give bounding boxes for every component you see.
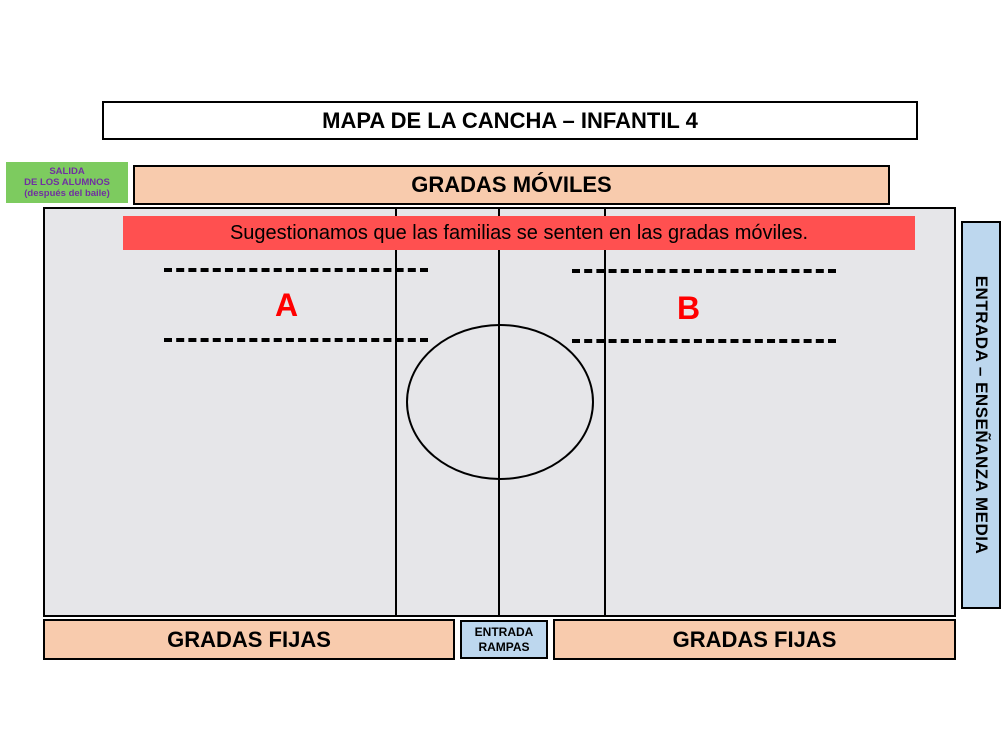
zone-a-top-dashes [164, 268, 428, 272]
zone-a-label: A [275, 287, 299, 323]
ramps-entrance: ENTRADA RAMPAS [460, 620, 548, 659]
ramps-line-1: ENTRADA [474, 624, 534, 639]
secondary-school-entrance [961, 221, 1001, 609]
court-line-right [604, 208, 606, 616]
secondary-school-entrance-label: ENTRADA – ENSEÑANZA MEDIA [972, 275, 991, 555]
ramps-line-2: RAMPAS [478, 639, 530, 654]
exit-line-1: SALIDA [49, 166, 85, 177]
zone-b-bottom-dashes [572, 339, 836, 343]
court-line-left [395, 208, 397, 616]
mobile-stands: GRADAS MÓVILES [133, 165, 890, 205]
map-title: MAPA DE LA CANCHA – INFANTIL 4 [102, 101, 918, 140]
zone-b-label: B [677, 290, 701, 326]
center-circle [406, 324, 594, 480]
suggestion-banner: Sugestionamos que las familias se senten… [123, 216, 915, 250]
fixed-stands-left: GRADAS FIJAS [43, 619, 455, 660]
zone-b-top-dashes [572, 269, 836, 273]
exit-line-3: (después del baile) [24, 188, 110, 199]
exit-line-2: DE LOS ALUMNOS [24, 177, 110, 188]
student-exit-sign: SALIDA DE LOS ALUMNOS (después del baile… [6, 162, 128, 203]
fixed-stands-right: GRADAS FIJAS [553, 619, 956, 660]
zone-a-bottom-dashes [164, 338, 428, 342]
